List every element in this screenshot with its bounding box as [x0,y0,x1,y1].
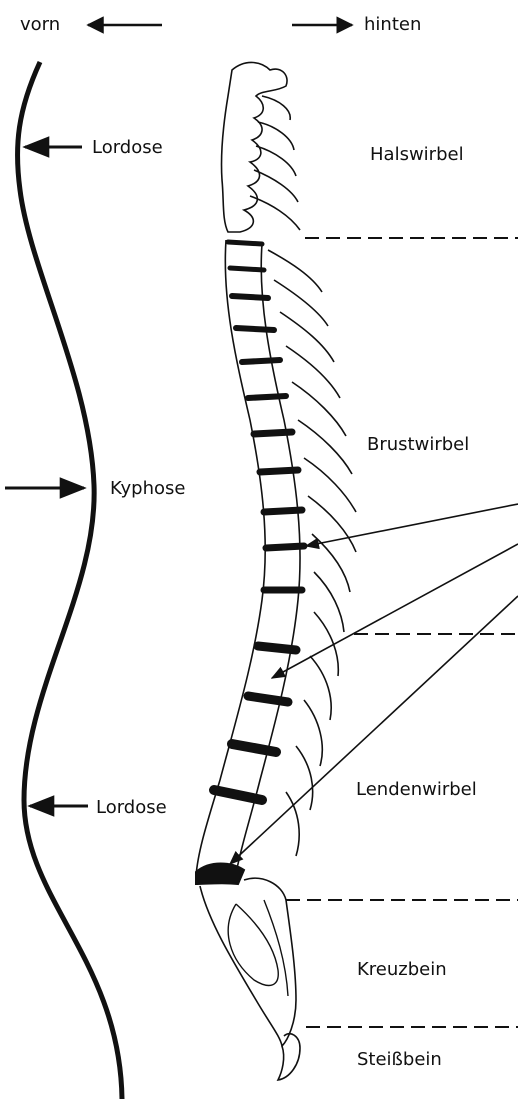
region-label-sacrum: Kreuzbein [357,959,447,980]
region-label-coccyx: Steißbein [357,1049,442,1070]
disc-pointer-arrow-icon [306,504,518,546]
vertebral-column-illustration [196,62,356,1080]
region-label-cervical: Halswirbel [370,144,464,165]
sacrum-icon [200,878,296,1046]
coccyx-icon [278,1034,300,1080]
intervertebral-discs-icon [196,242,304,884]
kyphose-label: Kyphose [110,478,185,499]
disc-pointer-arrow-icon [272,544,518,678]
lordose-lower-label: Lordose [96,797,167,818]
spine-curve-line [17,62,122,1099]
region-label-thoracic: Brustwirbel [367,434,469,455]
spinous-processes-icon [268,250,356,856]
region-label-lumbar: Lendenwirbel [356,779,477,800]
sacrum-detail-icon [228,900,288,996]
direction-back-label: hinten [364,14,421,35]
lordose-upper-label: Lordose [92,137,163,158]
direction-front-label: vorn [20,14,60,35]
vertebral-bodies-outline-icon [196,240,300,876]
cervical-vertebrae-icon [221,62,287,232]
